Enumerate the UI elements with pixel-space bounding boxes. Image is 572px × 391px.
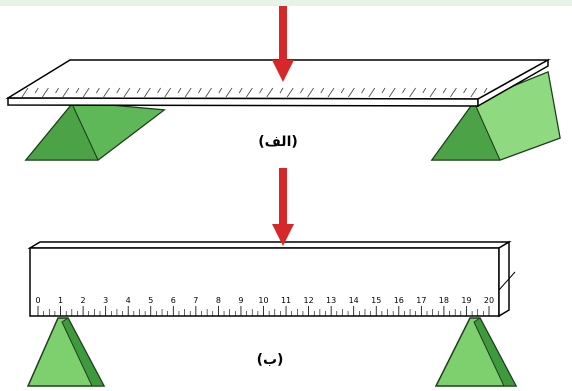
ruler-a-tick: [34, 87, 39, 94]
ruler-b-number: 13: [326, 296, 336, 305]
ruler-a-tick: [246, 87, 253, 98]
ruler-b-number: 5: [148, 296, 153, 305]
ruler-a-tick: [340, 87, 345, 94]
ruler-a-tick: [402, 87, 406, 94]
ruler-a-tick: [470, 87, 478, 98]
ruler-b-number: 2: [81, 296, 86, 305]
ruler-a-tick: [177, 87, 182, 94]
flexible-ruler: [5, 58, 551, 108]
ruler-a-ticks: [21, 87, 488, 98]
ruler-a-tick: [320, 87, 325, 94]
ruler-b-number: 9: [238, 296, 243, 305]
ruler-a-tick: [286, 87, 294, 98]
ruler-a-tick: [82, 87, 90, 98]
ruler-b-number: 20: [484, 296, 494, 305]
ruler-a-tick: [483, 87, 488, 94]
right-support-b: [434, 317, 518, 387]
ruler-b-number: 12: [304, 296, 314, 305]
ruler-a-tick: [116, 87, 121, 94]
top-strip: [0, 0, 572, 6]
figure-a: (الف): [5, 6, 561, 161]
ruler-a-tick: [55, 87, 59, 94]
ruler-b-number: 1: [58, 296, 63, 305]
ruler-a-tick: [388, 87, 396, 98]
ruler-a-tick: [327, 87, 335, 98]
ruler-a-tick: [75, 87, 80, 94]
ruler-b-number: 6: [171, 296, 176, 305]
ruler-a-tick: [409, 87, 416, 98]
ruler-b-number: 14: [349, 296, 359, 305]
ruler-b-number: 17: [416, 296, 426, 305]
left-support-b: [26, 317, 106, 387]
ruler-a-tick: [164, 87, 172, 98]
ruler-a-tick: [266, 87, 274, 98]
ruler-b-number: 7: [193, 296, 198, 305]
ruler-b-number: 19: [461, 296, 471, 305]
caption-a: (الف): [258, 134, 298, 150]
ruler-a-tick: [422, 87, 427, 94]
ruler-a-tick: [361, 87, 365, 94]
caption-b: (ب): [257, 352, 284, 368]
force-arrow-b: [272, 168, 294, 246]
ruler-b-number: 3: [103, 296, 108, 305]
force-arrow-a: [272, 6, 294, 82]
ruler-b-number: 16: [394, 296, 404, 305]
ruler-a-tick: [42, 87, 49, 98]
ruler-a-tick: [123, 87, 131, 98]
ruler-a-tick: [62, 87, 70, 98]
ruler-b-number: 15: [371, 296, 381, 305]
ruler-a-tick: [259, 87, 263, 94]
ruler-a-tick: [307, 87, 314, 98]
ruler-a-tick: [184, 87, 192, 98]
ruler-b-number: 0: [35, 296, 40, 305]
ruler-a-tick: [136, 87, 141, 94]
ruler-a-tick: [144, 87, 151, 98]
left-support-a: [24, 103, 166, 161]
ruler-a-tick: [368, 87, 376, 98]
ruler-a-tick: [463, 87, 467, 94]
ruler-a-tick: [442, 87, 447, 94]
ruler-a-tick: [429, 87, 437, 98]
ruler-a-tick: [198, 87, 202, 94]
ruler-a-tick: [218, 87, 223, 94]
ruler-a-tick: [21, 87, 29, 98]
ruler-a-tick: [450, 87, 457, 98]
ruler-b-number: 8: [216, 296, 221, 305]
ruler-a-tick: [381, 87, 386, 94]
ruler-a-tick: [96, 87, 100, 94]
ruler-a-tick: [300, 87, 304, 94]
ruler-b-number: 18: [439, 296, 449, 305]
ruler-b-number: 4: [126, 296, 131, 305]
ruler-b-number: 11: [281, 296, 291, 305]
ruler-a-tick: [103, 87, 110, 98]
ruler-a-tick: [279, 87, 284, 94]
ruler-b-number: 10: [258, 296, 268, 305]
ruler-a-tick: [157, 87, 161, 94]
ruler-a-tick: [348, 87, 355, 98]
ruler-a-tick: [238, 87, 243, 94]
ruler-a-tick: [225, 87, 233, 98]
ruler-a-tick: [205, 87, 212, 98]
